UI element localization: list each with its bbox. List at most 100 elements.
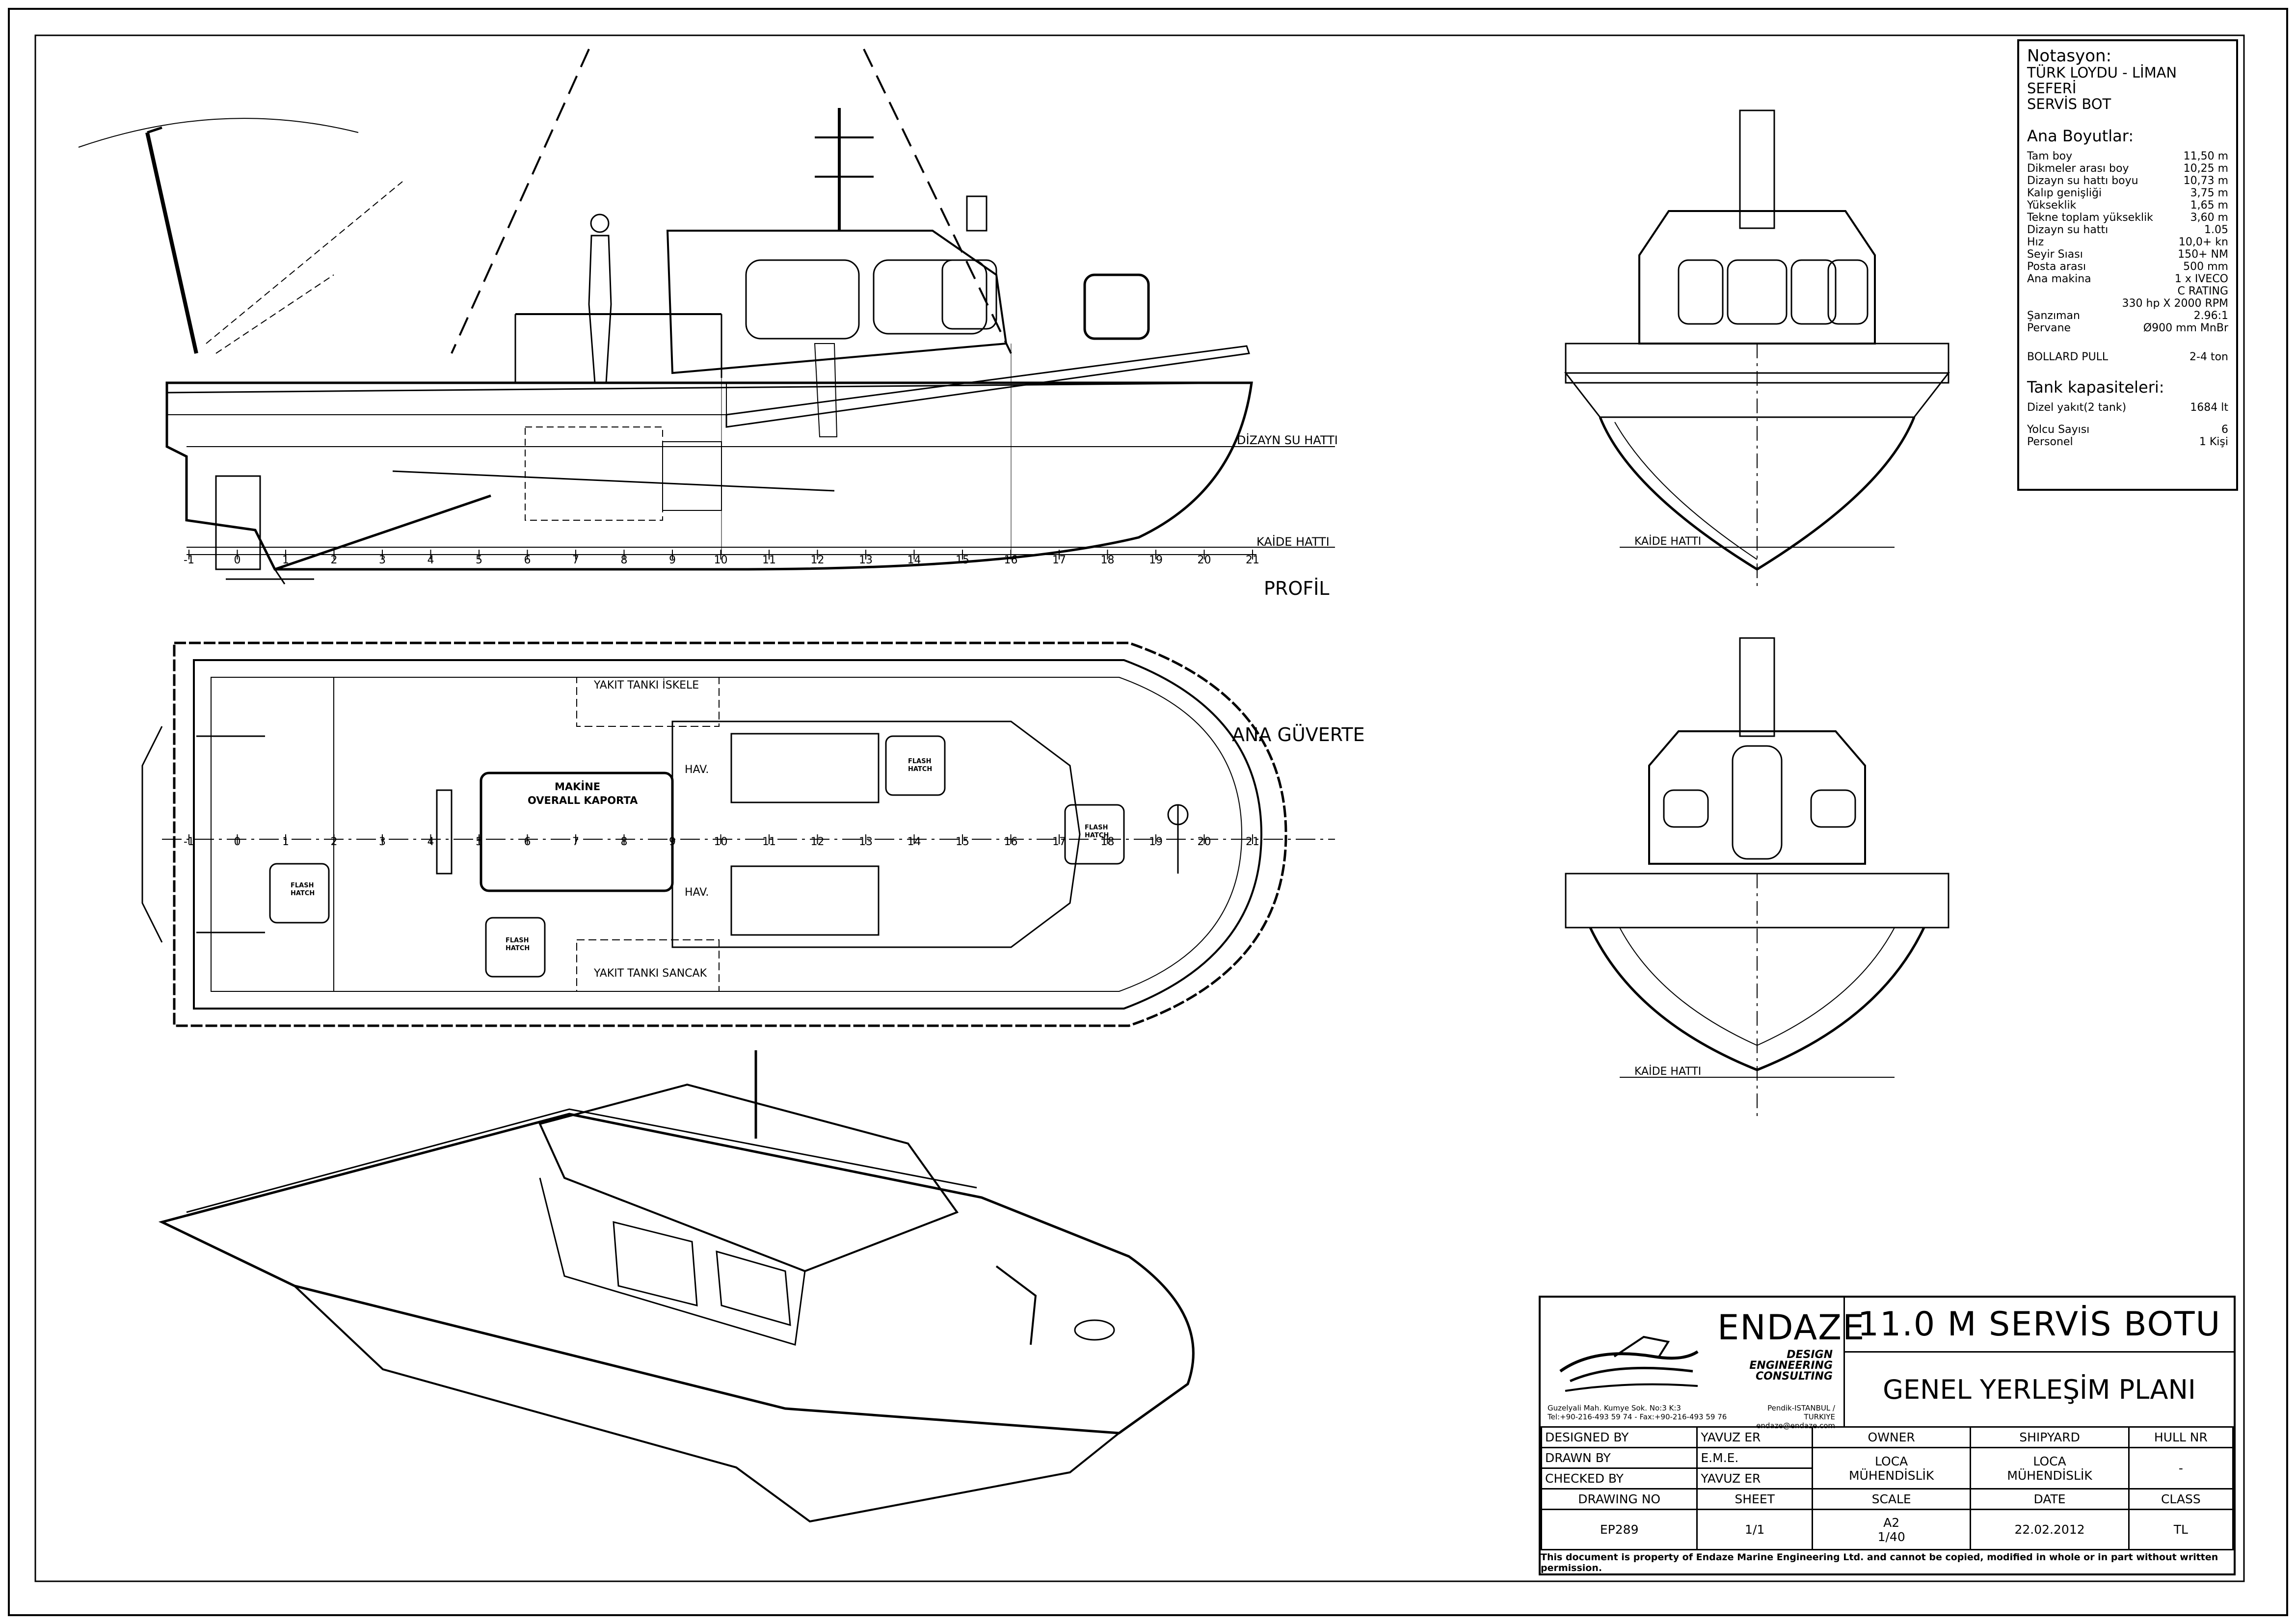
company-address: Guzelyali Mah. Kumye Sok. No:3 K:3 Tel:+… xyxy=(1548,1404,1727,1421)
svg-text:FLASH: FLASH xyxy=(291,882,314,889)
title-block: ENDAZE DESIGN ENGINEERING CONSULTING Guz… xyxy=(1539,1296,2236,1575)
deck-frame-number: 19 xyxy=(1149,836,1163,848)
svg-text:FLASH: FLASH xyxy=(506,937,529,944)
profile-frame-number: 17 xyxy=(1052,554,1066,566)
company-tagline: DESIGN ENGINEERING CONSULTING xyxy=(1749,1349,1833,1383)
profile-frame-number: 14 xyxy=(908,554,921,566)
dims-title: Ana Boyutlar: xyxy=(2027,127,2134,145)
deck-frame-number: 17 xyxy=(1052,836,1066,848)
company-logo-icon xyxy=(1559,1335,1699,1392)
company-block: ENDAZE DESIGN ENGINEERING CONSULTING Guz… xyxy=(1541,1298,1864,1430)
deck-frame-number: 20 xyxy=(1198,836,1211,848)
deck-frame-number: 11 xyxy=(762,836,776,848)
company-name: ENDAZE xyxy=(1717,1307,1866,1348)
svg-text:HATCH: HATCH xyxy=(291,890,315,897)
deck-frame-number: 18 xyxy=(1101,836,1115,848)
deck-frame-number: 13 xyxy=(859,836,873,848)
fuel-tank-port-label: YAKIT TANKI İSKELE xyxy=(593,679,699,692)
svg-text:HATCH: HATCH xyxy=(1085,832,1109,839)
deck-frame-number: 0 xyxy=(234,836,241,848)
profile-frame-number: 6 xyxy=(524,554,531,566)
deck-frame-number: 6 xyxy=(524,836,531,848)
sheet-border-outer xyxy=(8,8,2288,1616)
drawing-title: 11.0 M SERVİS BOTU xyxy=(1845,1298,2234,1353)
profile-frame-number: 9 xyxy=(669,554,676,566)
profile-frame-number: 5 xyxy=(476,554,482,566)
profile-frame-number: 18 xyxy=(1101,554,1115,566)
profile-frame-number: 4 xyxy=(427,554,434,566)
copyright-notice: This document is property of Endaze Mari… xyxy=(1541,1549,2234,1575)
profile-frame-number: 3 xyxy=(379,554,386,566)
svg-text:FLASH: FLASH xyxy=(1085,824,1108,831)
specifications-panel: Notasyon: TÜRK LOYDU - LİMAN SEFERİ SERV… xyxy=(2017,39,2238,491)
waterline-label: DİZAYN SU HATTI xyxy=(1237,433,1338,447)
spec-row: C RATING xyxy=(2177,285,2228,297)
profile-frame-number: -1 xyxy=(184,554,194,566)
deck-frame-number: 7 xyxy=(572,836,579,848)
isometric-view xyxy=(158,1050,1195,1523)
title-block-table: DESIGNED BY YAVUZ ER OWNER SHIPYARD HULL… xyxy=(1540,1426,2234,1550)
fuel-row: Dizel yakıt(2 tank)1684 lt xyxy=(2027,401,2228,414)
profile-frame-number: 1 xyxy=(282,554,289,566)
notation-title: Notasyon: xyxy=(2027,46,2112,66)
deck-frame-number: -1 xyxy=(184,836,194,848)
notation-line-1: TÜRK LOYDU - LİMAN SEFERİ xyxy=(2027,64,2177,97)
profile-frame-number: 20 xyxy=(1198,554,1211,566)
profile-label: PROFİL xyxy=(1264,578,1329,599)
profile-frame-number: 10 xyxy=(714,554,728,566)
front-baseline-label: KAİDE HATTI xyxy=(1634,535,1701,548)
baseline-label: KAİDE HATTI xyxy=(1256,534,1330,549)
deck-label: ANA GÜVERTE xyxy=(1232,724,1365,745)
svg-text:FLASH: FLASH xyxy=(908,758,931,765)
vent-label-1: HAV. xyxy=(685,764,709,776)
deck-frame-number: 8 xyxy=(621,836,628,848)
profile-frame-number: 13 xyxy=(859,554,873,566)
tank-title: Tank kapasiteleri: xyxy=(2027,378,2164,397)
engine-casing-label-2: OVERALL KAPORTA xyxy=(528,795,638,806)
svg-text:HATCH: HATCH xyxy=(908,766,932,773)
hatch-labels: FLASH HATCH FLASH HATCH FLASH HATCH FLAS… xyxy=(291,758,1109,952)
profile-frame-number: 21 xyxy=(1246,554,1259,566)
profile-frame-number: 11 xyxy=(762,554,776,566)
rear-baseline-label: KAİDE HATTI xyxy=(1634,1065,1701,1078)
profile-frame-number: 19 xyxy=(1149,554,1163,566)
rear-view xyxy=(1565,637,1949,1119)
profile-view xyxy=(78,49,1335,585)
deck-frame-number: 12 xyxy=(811,836,825,848)
deck-frame-number: 10 xyxy=(714,836,728,848)
drawing-subtitle: GENEL YERLEŞİM PLANI xyxy=(1883,1374,2196,1405)
deck-frame-number: 2 xyxy=(331,836,338,848)
deck-frame-number: 1 xyxy=(282,836,289,848)
deck-frame-number: 14 xyxy=(908,836,921,848)
profile-frame-number: 12 xyxy=(811,554,825,566)
engine-casing-label-1: MAKİNE xyxy=(555,780,600,793)
deck-frame-number: 21 xyxy=(1246,836,1259,848)
profile-frame-number: 15 xyxy=(956,554,969,566)
notation-line-2: SERVİS BOT xyxy=(2027,96,2111,112)
profile-frame-number: 16 xyxy=(1004,554,1018,566)
deck-frame-number: 16 xyxy=(1004,836,1018,848)
deck-frame-number: 9 xyxy=(669,836,676,848)
profile-frame-number: 2 xyxy=(331,554,338,566)
profile-frame-number: 8 xyxy=(621,554,628,566)
deck-frame-number: 4 xyxy=(427,836,434,848)
